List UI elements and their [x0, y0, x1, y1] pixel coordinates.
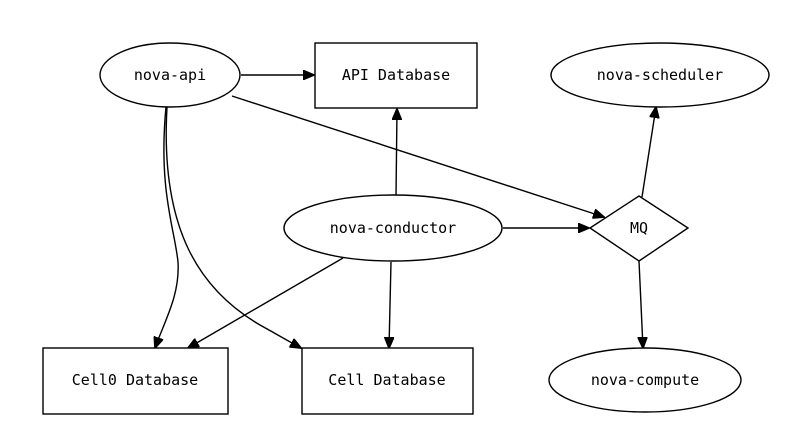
edge-nova-conductor-to-cell-database — [389, 261, 391, 348]
node-nova-scheduler: nova-scheduler — [550, 42, 770, 108]
node-cell-database-label: Cell Database — [328, 371, 445, 389]
node-mq-label: MQ — [630, 219, 648, 237]
edge-nova-conductor-to-api-database — [396, 109, 397, 198]
node-cell-database: Cell Database — [301, 347, 474, 415]
edge-nova-api-to-cell0-database — [155, 106, 179, 348]
node-cell0-database-label: Cell0 Database — [72, 371, 198, 389]
node-nova-compute: nova-compute — [548, 347, 742, 413]
node-nova-conductor: nova-conductor — [283, 194, 503, 262]
edge-mq-to-nova-compute — [639, 260, 643, 348]
node-nova-api-label: nova-api — [134, 66, 206, 84]
node-nova-compute-label: nova-compute — [591, 371, 699, 389]
node-nova-scheduler-label: nova-scheduler — [597, 66, 723, 84]
edge-mq-to-nova-scheduler — [641, 107, 656, 198]
node-nova-api: nova-api — [99, 42, 241, 108]
node-api-database: API Database — [314, 42, 478, 109]
edge-nova-conductor-to-cell0-database — [188, 257, 344, 348]
node-cell0-database: Cell0 Database — [42, 347, 229, 415]
node-mq: MQ — [588, 195, 690, 262]
edge-nova-api-to-cell-database — [165, 106, 301, 348]
node-api-database-label: API Database — [342, 66, 450, 84]
edge-nova-api-to-mq — [231, 95, 604, 217]
node-nova-conductor-label: nova-conductor — [330, 219, 456, 237]
